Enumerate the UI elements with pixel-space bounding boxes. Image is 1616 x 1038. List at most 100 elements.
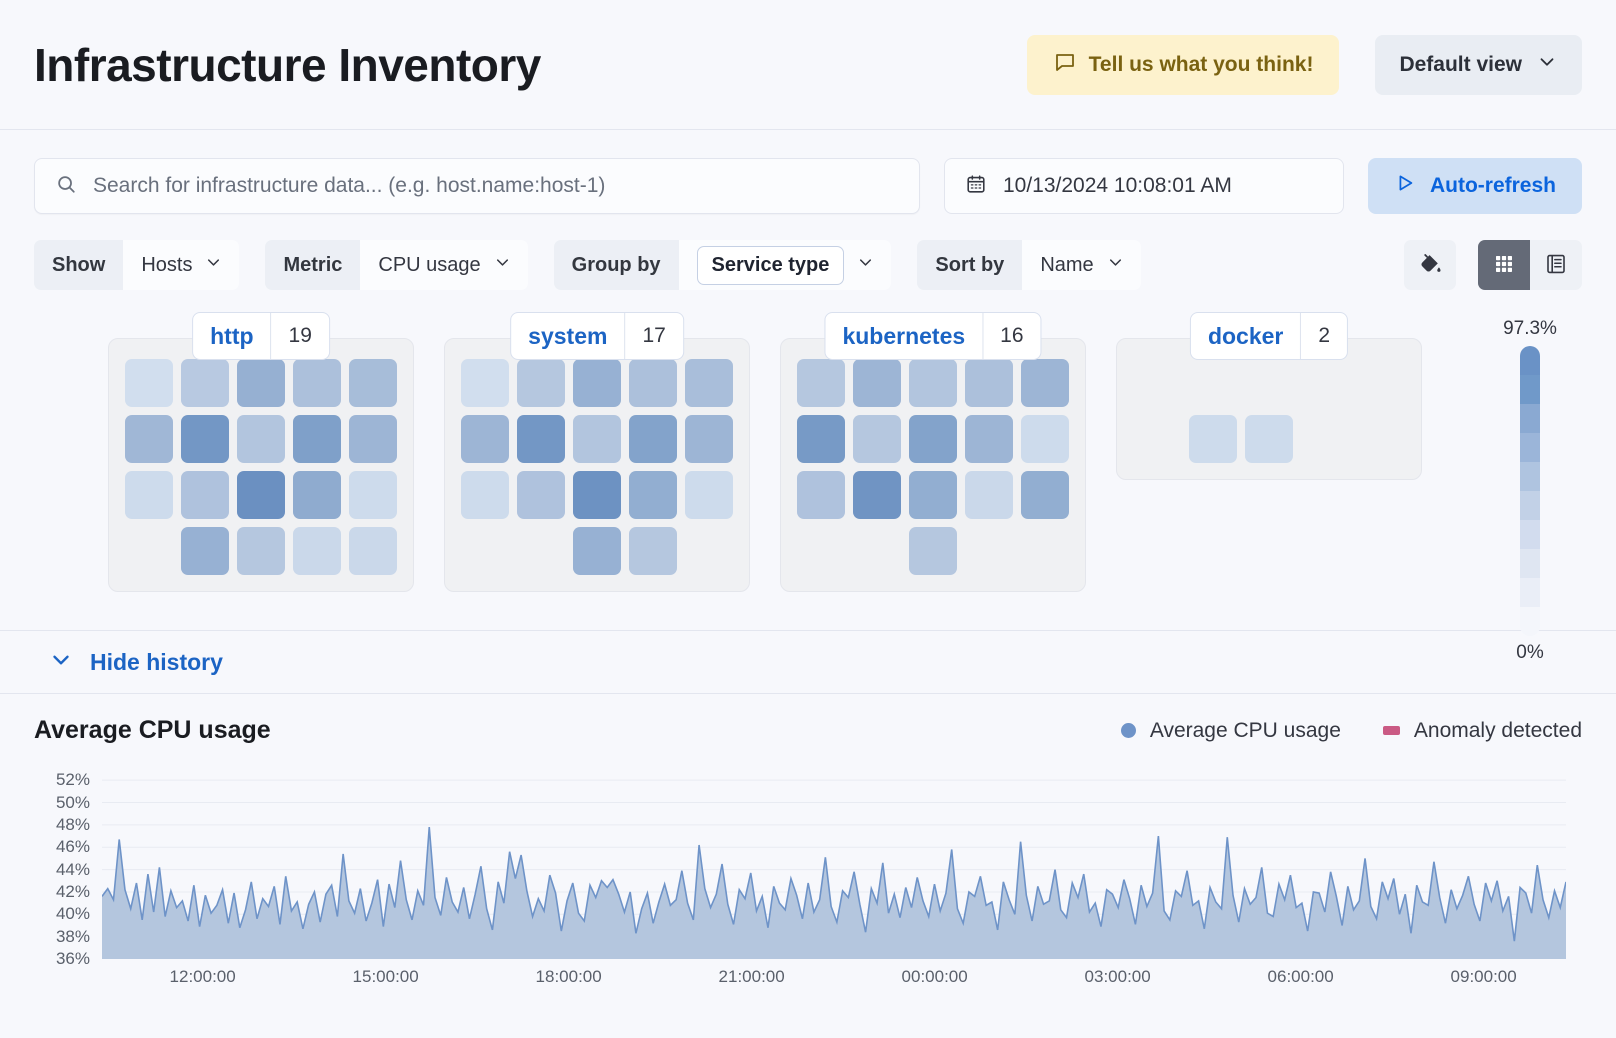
chevron-down-icon xyxy=(493,253,512,278)
waffle-cell[interactable] xyxy=(125,471,173,519)
waffle-cell[interactable] xyxy=(629,359,677,407)
waffle-cell[interactable] xyxy=(125,415,173,463)
waffle-cell[interactable] xyxy=(237,359,285,407)
waffle-cell[interactable] xyxy=(517,471,565,519)
waffle-cell[interactable] xyxy=(573,471,621,519)
legend-item-average-cpu-usage[interactable]: Average CPU usage xyxy=(1120,718,1341,743)
waffle-cell[interactable] xyxy=(965,415,1013,463)
search-input[interactable]: Search for infrastructure data... (e.g. … xyxy=(34,158,920,214)
chevron-down-icon xyxy=(1536,51,1558,79)
legend-item-anomaly-detected[interactable]: Anomaly detected xyxy=(1382,719,1582,743)
waffle-cell[interactable] xyxy=(573,527,621,575)
waffle-cell[interactable] xyxy=(629,471,677,519)
scale-step xyxy=(1520,520,1540,549)
filter-group-by-value[interactable]: Service type xyxy=(679,240,892,290)
waffle-cell[interactable] xyxy=(909,527,957,575)
filter-metric-selection: CPU usage xyxy=(378,253,481,276)
date-picker[interactable]: 10/13/2024 10:08:01 AM xyxy=(943,158,1344,214)
waffle-cell[interactable] xyxy=(685,471,733,519)
waffle-cell[interactable] xyxy=(685,415,733,463)
scale-max-label: 97.3% xyxy=(1503,318,1557,339)
waffle-cell[interactable] xyxy=(349,359,397,407)
legend-square-icon xyxy=(1382,726,1400,735)
waffle-cell[interactable] xyxy=(237,415,285,463)
chart-line xyxy=(102,827,1566,941)
waffle-cell[interactable] xyxy=(461,359,509,407)
chart-y-axis: 52%50%48%46%44%42%40%38%36% xyxy=(34,769,96,968)
waffle-cell[interactable] xyxy=(685,359,733,407)
waffle-cell[interactable] xyxy=(461,415,509,463)
color-fill-icon-button[interactable] xyxy=(1404,240,1456,290)
legend-label: Average CPU usage xyxy=(1149,718,1341,742)
waffle-cell[interactable] xyxy=(573,415,621,463)
waffle-group-count: 19 xyxy=(270,313,329,359)
waffle-cell[interactable] xyxy=(293,359,341,407)
waffle-cell[interactable] xyxy=(517,415,565,463)
waffle-cell[interactable] xyxy=(573,359,621,407)
waffle-cell[interactable] xyxy=(349,471,397,519)
default-view-dropdown[interactable]: Default view xyxy=(1375,34,1582,95)
waffle-cell[interactable] xyxy=(125,359,173,407)
waffle-cell[interactable] xyxy=(181,415,229,463)
x-axis-tick: 15:00:00 xyxy=(352,967,419,986)
hide-history-toggle[interactable]: Hide history xyxy=(0,631,1616,694)
filter-show: Show Hosts xyxy=(34,240,240,290)
feedback-button[interactable]: Tell us what you think! xyxy=(1026,34,1340,95)
chevron-down-icon xyxy=(204,253,223,278)
waffle-cell[interactable] xyxy=(629,415,677,463)
waffle-cell[interactable] xyxy=(1021,359,1069,407)
waffle-cell[interactable] xyxy=(629,527,677,575)
waffle-cell[interactable] xyxy=(853,415,901,463)
waffle-cell[interactable] xyxy=(1245,415,1293,463)
waffle-cell[interactable] xyxy=(181,359,229,407)
waffle-cell-spacer xyxy=(1245,359,1293,407)
y-axis-tick: 40% xyxy=(55,904,90,924)
chart-area-fill xyxy=(102,827,1566,959)
toolbar: Search for infrastructure data... (e.g. … xyxy=(0,130,1616,290)
waffle-cell[interactable] xyxy=(797,359,845,407)
filter-show-value[interactable]: Hosts xyxy=(123,240,239,290)
waffle-cell[interactable] xyxy=(349,527,397,575)
filter-sort-by-selection: Name xyxy=(1040,253,1094,276)
view-toggle-group xyxy=(1478,240,1582,290)
filter-metric-value[interactable]: CPU usage xyxy=(360,240,527,290)
waffle-cell[interactable] xyxy=(853,471,901,519)
waffle-group-count: 2 xyxy=(1300,313,1347,359)
waffle-cell[interactable] xyxy=(237,527,285,575)
waffle-cell[interactable] xyxy=(1021,415,1069,463)
auto-refresh-button[interactable]: Auto-refresh xyxy=(1367,158,1582,214)
waffle-cell[interactable] xyxy=(461,471,509,519)
waffle-cell[interactable] xyxy=(293,471,341,519)
waffle-cell[interactable] xyxy=(181,471,229,519)
waffle-cell[interactable] xyxy=(1021,471,1069,519)
waffle-cell[interactable] xyxy=(797,415,845,463)
waffle-cell[interactable] xyxy=(965,471,1013,519)
waffle-cell[interactable] xyxy=(1189,415,1237,463)
waffle-cell[interactable] xyxy=(909,415,957,463)
table-view-toggle[interactable] xyxy=(1530,240,1582,290)
filter-sort-by-label: Sort by xyxy=(917,240,1023,290)
waffle-cell[interactable] xyxy=(293,527,341,575)
waffle-cell[interactable] xyxy=(853,359,901,407)
color-scale-legend: 97.3% 0% xyxy=(1498,318,1562,664)
waffle-cell[interactable] xyxy=(293,415,341,463)
waffle-cell[interactable] xyxy=(517,359,565,407)
waffle-cell[interactable] xyxy=(349,415,397,463)
chart-plot[interactable] xyxy=(102,769,1566,959)
waffle-cell[interactable] xyxy=(797,471,845,519)
grid-view-toggle[interactable] xyxy=(1478,240,1530,290)
waffle-cell[interactable] xyxy=(237,471,285,519)
waffle-cell[interactable] xyxy=(181,527,229,575)
filter-sort-by-value[interactable]: Name xyxy=(1022,240,1140,290)
waffle-cell[interactable] xyxy=(965,359,1013,407)
waffle-cell[interactable] xyxy=(909,471,957,519)
waffle-cell[interactable] xyxy=(909,359,957,407)
y-axis-tick: 44% xyxy=(55,859,90,879)
play-icon xyxy=(1394,172,1416,200)
